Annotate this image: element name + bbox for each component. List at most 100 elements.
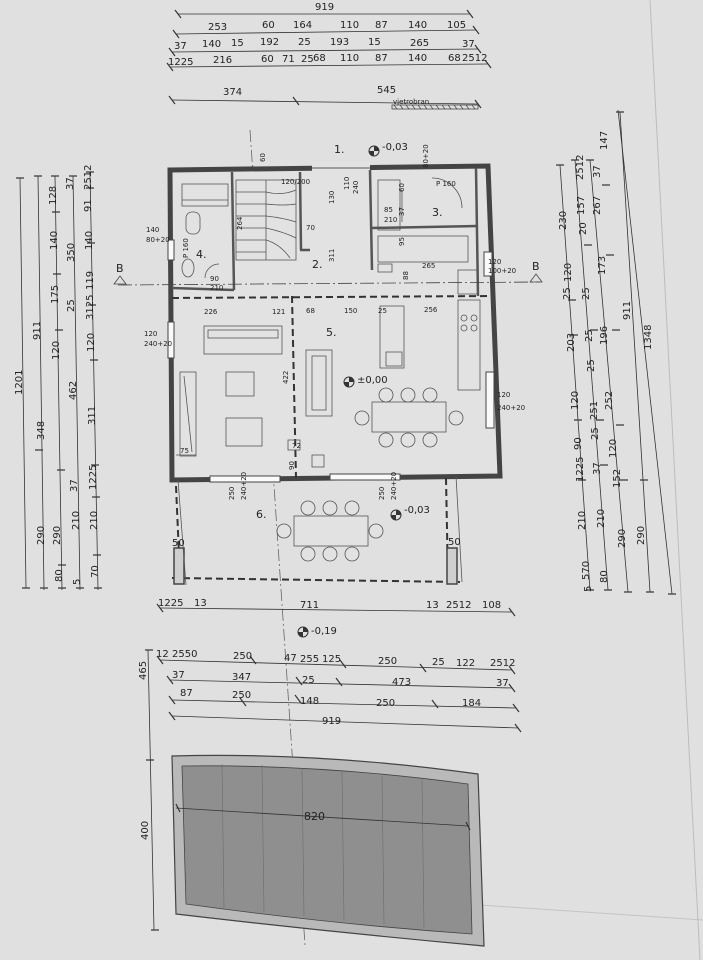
- dim-label: 70: [306, 224, 315, 232]
- dim-label: 37: [69, 479, 80, 492]
- section-mark-left: B: [116, 262, 124, 275]
- dim-label: 147: [599, 131, 610, 150]
- dim-label: 15: [231, 38, 244, 49]
- dining-set: [354, 387, 464, 448]
- room-label: 1.: [334, 143, 345, 156]
- dim-label: 120: [497, 391, 510, 399]
- right-dimension-labels: 230 25 120 203 120 90 1225 210 570 5 251…: [558, 131, 654, 592]
- dim-label: 140: [84, 231, 95, 250]
- dim-label: 25: [66, 299, 77, 312]
- dim-label: 311: [328, 249, 336, 262]
- staircase: [235, 179, 297, 261]
- dim-label: 196: [599, 326, 610, 345]
- dim-label: 25: [590, 427, 601, 440]
- dim-label: 1225: [575, 457, 586, 482]
- dim-label: 25: [378, 307, 387, 315]
- dim-label: 119: [85, 271, 96, 290]
- dim-label: 95: [398, 237, 406, 246]
- beam-lines: [171, 295, 491, 583]
- dim-label: 120: [144, 330, 157, 338]
- dim-label: 140: [408, 53, 427, 64]
- dim-label: 140: [202, 39, 221, 50]
- dim-label: 465: [138, 661, 149, 680]
- dim-label: 150: [344, 307, 357, 315]
- dim-label: 374: [223, 87, 242, 98]
- kitchen-counters: [377, 177, 481, 391]
- dim-label: 80+20: [146, 236, 170, 244]
- dim-label: 250: [228, 487, 236, 500]
- terrace-column-right: [446, 547, 458, 585]
- dim-label: 50: [172, 538, 185, 549]
- dim-label: 2512: [83, 165, 94, 190]
- dim-label: 20: [578, 222, 589, 235]
- dim-label: 253: [208, 22, 227, 33]
- dim-label: 311: [87, 406, 98, 425]
- dim-label: 240+20: [497, 404, 525, 412]
- dim-label: 91: [83, 199, 94, 212]
- level-text: ±0,00: [357, 375, 388, 386]
- dim-label: 140: [146, 226, 159, 234]
- dim-label: 80+20: [422, 144, 430, 168]
- dim-label: 347: [232, 672, 251, 683]
- dim-label: 911: [32, 321, 43, 340]
- section-mark-right: B: [532, 260, 540, 273]
- dim-label: 37: [462, 39, 475, 50]
- level-markers: -0,03 ±0,00 -0,03 -0,19: [297, 142, 430, 638]
- dim-label: 80: [599, 570, 610, 583]
- dim-label: 60: [262, 20, 275, 31]
- dim-label: 1225: [158, 598, 183, 609]
- terrace-dining-set: [276, 500, 384, 562]
- dim-label: 72: [292, 442, 301, 450]
- dim-label: 250: [378, 656, 397, 667]
- dim-label: 70: [90, 565, 101, 578]
- dim-label: 60: [398, 183, 406, 192]
- dim-label: 545: [377, 85, 396, 96]
- living-furniture: [176, 325, 333, 468]
- dim-label: 105: [447, 20, 466, 31]
- dim-label: 37: [592, 462, 603, 475]
- level-marker: -0,03: [368, 142, 408, 157]
- dim-label: 256: [424, 306, 438, 314]
- level-marker: -0,19: [297, 626, 337, 638]
- dim-label: 120: [608, 439, 619, 458]
- dim-label: 919: [322, 716, 341, 727]
- windscreen-hatch: [391, 104, 479, 110]
- bottom-dimensions: [145, 603, 522, 931]
- dim-label: 1201: [14, 370, 25, 395]
- dim-label: 37: [65, 177, 76, 190]
- room-label: 6.: [256, 508, 267, 521]
- dim-label: 120: [86, 333, 97, 352]
- bathroom-fixtures: [181, 183, 229, 279]
- dim-label: 2512: [462, 53, 487, 64]
- dim-label: 251: [589, 401, 600, 420]
- dim-label: 25: [581, 287, 592, 300]
- dim-label: 226: [204, 308, 218, 316]
- dim-label: 184: [462, 698, 481, 709]
- dim-label: 110: [340, 53, 359, 64]
- dim-label: 12: [156, 649, 169, 660]
- pool-water: [181, 765, 473, 935]
- top-dimension-labels: 919 253 60 164 110 87 140 105 37 140 15 …: [168, 2, 487, 106]
- room-labels: 1. 2. 3. 4. 5. 6.: [196, 143, 443, 521]
- exterior-walls: [167, 163, 503, 483]
- dim-label: 80: [54, 569, 65, 582]
- dim-label: 1348: [643, 325, 654, 350]
- dim-label: 68: [306, 307, 315, 315]
- dim-label: 919: [315, 2, 334, 13]
- dim-label: 120/200: [281, 178, 310, 186]
- dim-label: 110: [343, 177, 351, 190]
- dim-label: 68: [448, 53, 461, 64]
- dim-label: 216: [213, 55, 232, 66]
- dim-label: 25: [301, 54, 314, 65]
- dim-label: 250: [233, 651, 252, 662]
- dim-label: 5: [583, 586, 594, 592]
- dim-label: 192: [260, 37, 279, 48]
- dim-label: 210: [577, 511, 588, 530]
- dim-label: 255: [300, 654, 319, 665]
- dim-label: 13: [194, 598, 207, 609]
- dim-label: 1225: [168, 57, 193, 68]
- top-dimensions: [166, 9, 492, 109]
- dim-label: 267: [592, 196, 603, 215]
- dim-label: 122: [456, 658, 475, 669]
